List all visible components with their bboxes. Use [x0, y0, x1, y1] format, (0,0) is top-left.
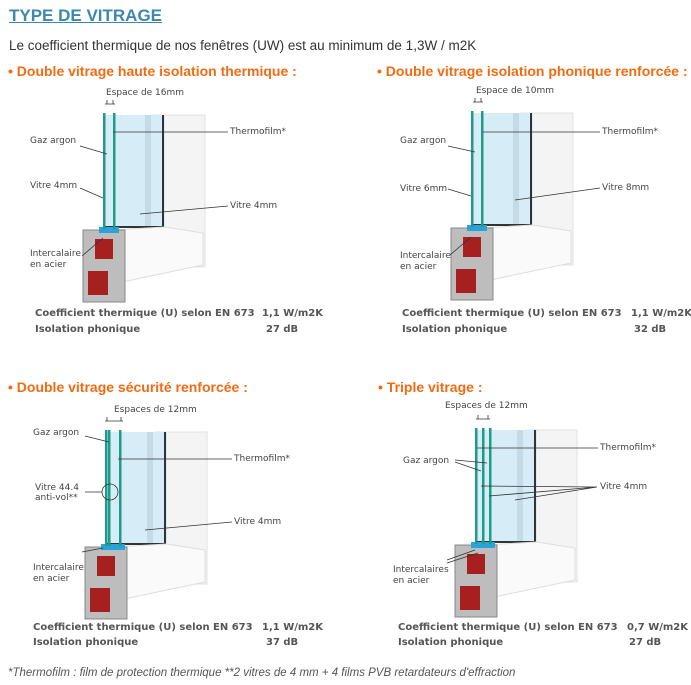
- window-3-steel-reinforcement: [97, 556, 115, 576]
- spacer-label-2: en acier: [30, 260, 67, 270]
- glass-right-label: Vitre 4mm: [230, 201, 278, 211]
- spacer-label: Intercalaire: [400, 251, 451, 261]
- window-2-steel-reinforcement: [456, 269, 476, 293]
- glass-right-label: Vitre 8mm: [602, 183, 650, 193]
- panel-heading: • Double vitrage haute isolation thermiq…: [8, 63, 297, 79]
- sound-label: Isolation phonique: [398, 637, 504, 648]
- leader-lines: [79, 98, 601, 564]
- coef-value: 1,1 W/m2K: [262, 622, 324, 633]
- sound-value: 37 dB: [266, 637, 299, 648]
- window-3-glass: [105, 432, 167, 544]
- window-2-pane: [471, 111, 474, 227]
- window-2-glass: [471, 113, 533, 225]
- window-3-glass-edge: [147, 432, 153, 544]
- glass-right-label: Vitre 4mm: [600, 482, 648, 492]
- footnote: *Thermofilm : film de protection thermiq…: [8, 667, 516, 679]
- glass-left-label-2: anti-vol**: [35, 493, 78, 503]
- thermofilm-label: Thermofilm*: [600, 443, 656, 453]
- panel-heading: • Double vitrage isolation phonique renf…: [377, 63, 688, 79]
- thermofilm-label: Thermofilm*: [230, 127, 286, 137]
- window-4-steel-reinforcement: [467, 554, 485, 574]
- page-title: TYPE DE VITRAGE: [9, 6, 163, 25]
- sound-value: 27 dB: [266, 324, 299, 335]
- window-1-steel-reinforcement: [88, 271, 108, 295]
- coef-label: Coefficient thermique (U) selon EN 673: [33, 622, 253, 633]
- gas-label: Gaz argon: [403, 456, 450, 466]
- sound-value: 32 dB: [634, 324, 667, 335]
- spacer-label-2: en acier: [400, 262, 437, 272]
- space-label: Espace de 10mm: [476, 86, 555, 96]
- space-label: Espaces de 12mm: [114, 405, 197, 415]
- intro-text: Le coefficient thermique de nos fenêtres…: [9, 38, 477, 53]
- coef-label: Coefficient thermique (U) selon EN 673: [35, 308, 255, 319]
- coef-label: Coefficient thermique (U) selon EN 673: [402, 308, 622, 319]
- sound-value: 27 dB: [629, 637, 662, 648]
- panel-heading: • Double vitrage sécurité renforcée :: [8, 379, 248, 395]
- window-3-pane: [108, 430, 111, 546]
- space-label: Espaces de 12mm: [445, 401, 528, 411]
- window-2-pane: [481, 111, 484, 227]
- window-2-spacer: [467, 225, 487, 231]
- coef-value: 0,7 W/m2K: [627, 622, 689, 633]
- window-4-steel-reinforcement: [460, 586, 480, 610]
- sound-label: Isolation phonique: [35, 324, 141, 335]
- glass-right-label: Vitre 4mm: [234, 517, 282, 527]
- thermofilm-label: Thermofilm*: [602, 127, 658, 137]
- coef-value: 1,1 W/m2K: [631, 308, 691, 319]
- window-3-steel-reinforcement: [90, 588, 110, 612]
- coef-value: 1,1 W/m2K: [262, 308, 324, 319]
- window-1-glass-edge: [145, 115, 151, 227]
- space-label: Espace de 16mm: [106, 88, 185, 98]
- panel-heading: • Triple vitrage :: [378, 379, 483, 395]
- window-1-spacer: [99, 227, 119, 233]
- gas-label: Gaz argon: [33, 428, 80, 438]
- thermofilm-label: Thermofilm*: [234, 454, 290, 464]
- gas-label: Gaz argon: [400, 136, 447, 146]
- window-3-spacer: [101, 544, 125, 550]
- spacer-label-2: en acier: [393, 576, 430, 586]
- window-1-pane: [113, 113, 116, 229]
- window-2-steel-reinforcement: [463, 237, 481, 257]
- gas-label: Gaz argon: [30, 136, 77, 146]
- window-1-pane: [103, 113, 106, 229]
- window-4-spacer: [471, 542, 495, 548]
- sound-label: Isolation phonique: [402, 324, 508, 335]
- spacer-label: Intercalaire: [33, 563, 84, 573]
- spacer-label-2: en acier: [33, 574, 70, 584]
- coef-label: Coefficient thermique (U) selon EN 673: [398, 622, 618, 633]
- window-3-pane: [119, 430, 122, 546]
- spacer-label: Intercalaires: [393, 565, 449, 575]
- glass-left-label: Vitre 44.4: [35, 483, 79, 493]
- sound-label: Isolation phonique: [33, 637, 139, 648]
- window-2-glass-edge: [513, 113, 519, 225]
- window-1-steel-reinforcement: [95, 239, 113, 259]
- window-3-pane: [105, 430, 108, 546]
- spacer-label: Intercalaire: [30, 249, 81, 259]
- window-4-pane: [475, 428, 478, 544]
- glass-left-label: Vitre 6mm: [400, 184, 448, 194]
- glass-left-label: Vitre 4mm: [30, 181, 78, 191]
